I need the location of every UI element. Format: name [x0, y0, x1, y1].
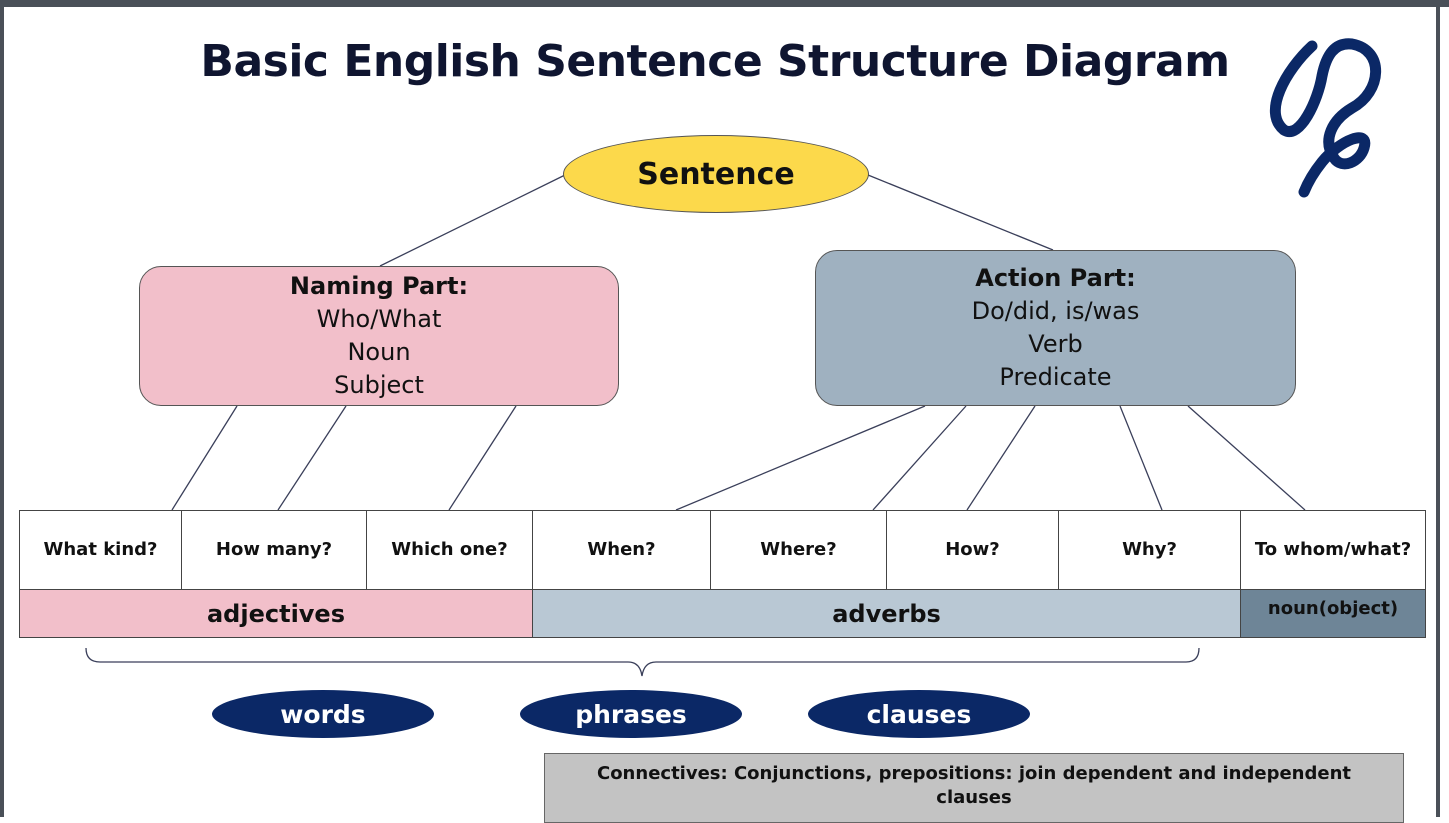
action-part-heading: Action Part: [975, 264, 1136, 292]
connector-action-why [1119, 405, 1163, 511]
connectives-note: Connectives: Conjunctions, prepositions:… [544, 753, 1404, 823]
category-row: adjectives adverbs noun(object) [19, 590, 1426, 638]
curly-brace [85, 647, 1200, 677]
question-cell: To whom/what? [1254, 539, 1412, 560]
connector-sentence-naming [379, 174, 566, 267]
action-part-line: Do/did, is/was [971, 297, 1140, 325]
question-cell: When? [533, 511, 711, 589]
diagram-title: Basic English Sentence Structure Diagram [200, 36, 1230, 87]
naming-part-line: Noun [347, 338, 411, 366]
question-cell: Where? [711, 511, 887, 589]
category-noun-object: noun(object) [1241, 590, 1425, 637]
naming-part-line: Who/What [316, 305, 442, 333]
question-cell: How many? [182, 511, 367, 589]
naming-part-line: Subject [334, 371, 424, 399]
question-cell: What kind? [20, 511, 182, 589]
unit-pill-phrases: phrases [520, 690, 742, 738]
question-cell: How? [887, 511, 1059, 589]
connector-action-how [966, 405, 1036, 511]
naming-part-heading: Naming Part: [289, 272, 469, 300]
connector-action-when [675, 405, 926, 511]
question-cell: Which one? [367, 511, 533, 589]
connector-action-where [872, 405, 967, 511]
window-top-border [0, 0, 1449, 7]
window-right-border [1436, 0, 1440, 817]
naming-part-box: Naming Part: Who/What Noun Subject [139, 266, 619, 406]
connector-naming-howmany [277, 405, 347, 511]
category-adjectives: adjectives [20, 590, 533, 637]
action-part-line: Predicate [999, 363, 1112, 391]
question-row: What kind? How many? Which one? When? Wh… [19, 510, 1426, 590]
connector-sentence-action [867, 174, 1054, 251]
decorative-loop-icon [1269, 38, 1382, 198]
sentence-node: Sentence [563, 135, 869, 213]
action-part-box: Action Part: Do/did, is/was Verb Predica… [815, 250, 1296, 406]
connector-naming-whichone [448, 405, 517, 511]
action-part-line: Verb [1028, 330, 1083, 358]
window-left-border [0, 0, 4, 817]
question-cell: Why? [1059, 511, 1241, 589]
category-adverbs: adverbs [533, 590, 1241, 637]
connector-action-towhom [1187, 405, 1306, 511]
connector-naming-whatkind [171, 405, 238, 511]
unit-pill-clauses: clauses [808, 690, 1030, 738]
unit-pill-words: words [212, 690, 434, 738]
